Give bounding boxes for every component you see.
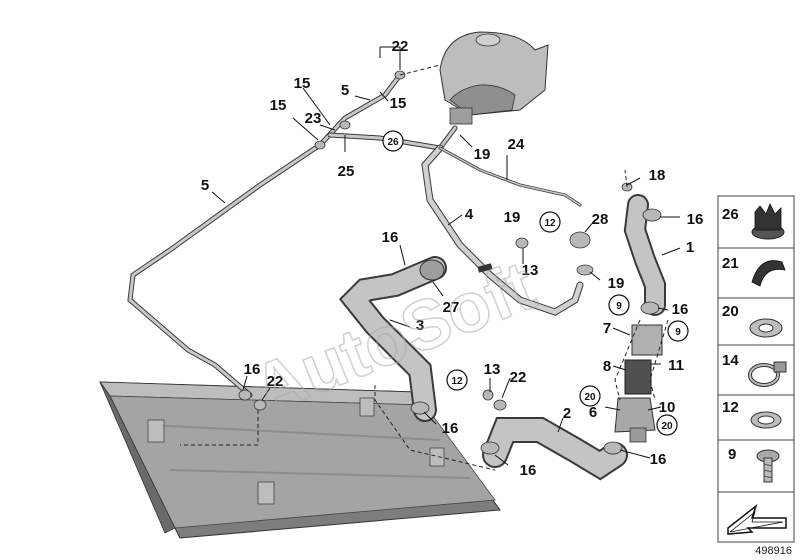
circled-callout-26: 26	[387, 137, 399, 148]
callout-16-right-top: 16	[687, 211, 704, 228]
sealing-ring-icon	[750, 411, 782, 429]
bolt-icon	[756, 449, 780, 483]
callout-5-top: 5	[341, 82, 349, 99]
callout-11: 11	[668, 357, 684, 374]
grommet-icon	[751, 203, 785, 240]
callout-27: 27	[443, 299, 460, 316]
circled-callout-12-middle: 12	[544, 218, 556, 229]
callout-5-left: 5	[201, 177, 209, 194]
hose-clamp-icon	[748, 361, 787, 387]
thermostat-assembly	[614, 324, 663, 443]
circled-callout-9-right: 9	[675, 327, 681, 338]
callout-15-left: 15	[270, 97, 287, 114]
callout-15-radiator: 16	[244, 361, 261, 378]
callout-4: 4	[465, 206, 474, 223]
callout-18: 19	[608, 275, 625, 292]
expansion-tank	[439, 31, 549, 125]
callout-7: 7	[603, 320, 611, 337]
callout-24: 24	[508, 136, 525, 153]
callout-16-upper: 16	[382, 229, 399, 246]
vent-lines	[127, 72, 584, 398]
washer-icon	[749, 318, 783, 338]
callout-25: 25	[338, 163, 355, 180]
callout-19-middle: 19	[504, 209, 521, 226]
callout-6: 6	[589, 404, 597, 421]
hose-3	[338, 256, 447, 422]
callout-1: 1	[686, 239, 694, 256]
legend-number-20: 20	[722, 303, 739, 320]
arrow-icon	[727, 503, 787, 535]
callout-3: 3	[416, 317, 424, 334]
cable-tie-icon	[751, 260, 786, 287]
callout-8: 8	[603, 358, 611, 375]
legend-number-26: 26	[722, 206, 739, 223]
callout-19-lower: 22	[510, 369, 527, 386]
legend-panel: 26 21 20 14 12 9	[717, 195, 795, 543]
callout-16-right-middle: 16	[672, 301, 689, 318]
callout-15-upper-right: 15	[390, 95, 407, 112]
callout-13-lower: 13	[484, 361, 501, 378]
callout-19-top: 19	[474, 146, 491, 163]
legend-number-12: 12	[722, 399, 739, 416]
circled-callouts: 26 12 12 9 9 20 20	[382, 130, 689, 436]
callout-17: 18	[649, 167, 666, 184]
radiator	[99, 381, 501, 539]
callout-13-middle: 13	[522, 262, 539, 279]
callout-2: 2	[563, 405, 571, 422]
callout-15-upper-left: 15	[294, 75, 311, 92]
circled-callout-12-lower: 12	[451, 376, 463, 387]
circled-callout-20-right: 20	[661, 421, 673, 432]
hose-2	[482, 417, 628, 481]
assembly-lines	[180, 64, 669, 471]
callout-23: 23	[305, 110, 322, 127]
legend-number-14: 14	[722, 352, 739, 369]
callout-16-lower-left: 16	[442, 420, 459, 437]
callout-10: 10	[659, 399, 676, 416]
legend-number-21: 21	[722, 255, 739, 272]
fittings	[238, 70, 662, 455]
callout-28: 28	[592, 211, 609, 228]
callout-16-lower-right: 16	[650, 451, 667, 468]
callout-22-top: 22	[392, 38, 409, 55]
circled-callout-9-upper: 9	[616, 301, 622, 312]
circled-callout-20-left: 20	[584, 392, 596, 403]
legend-number-9: 9	[728, 446, 736, 463]
hose-1	[623, 194, 666, 316]
callout-16-lower-middle: 16	[520, 462, 537, 479]
callout-22-radiator: 22	[267, 373, 284, 390]
leader-lines	[211, 46, 681, 466]
callout-numbers: 22 15 5 15 15 23 25 5 19 24 4 18 16 1 28…	[201, 38, 704, 479]
reference-number: 498916	[755, 545, 792, 557]
